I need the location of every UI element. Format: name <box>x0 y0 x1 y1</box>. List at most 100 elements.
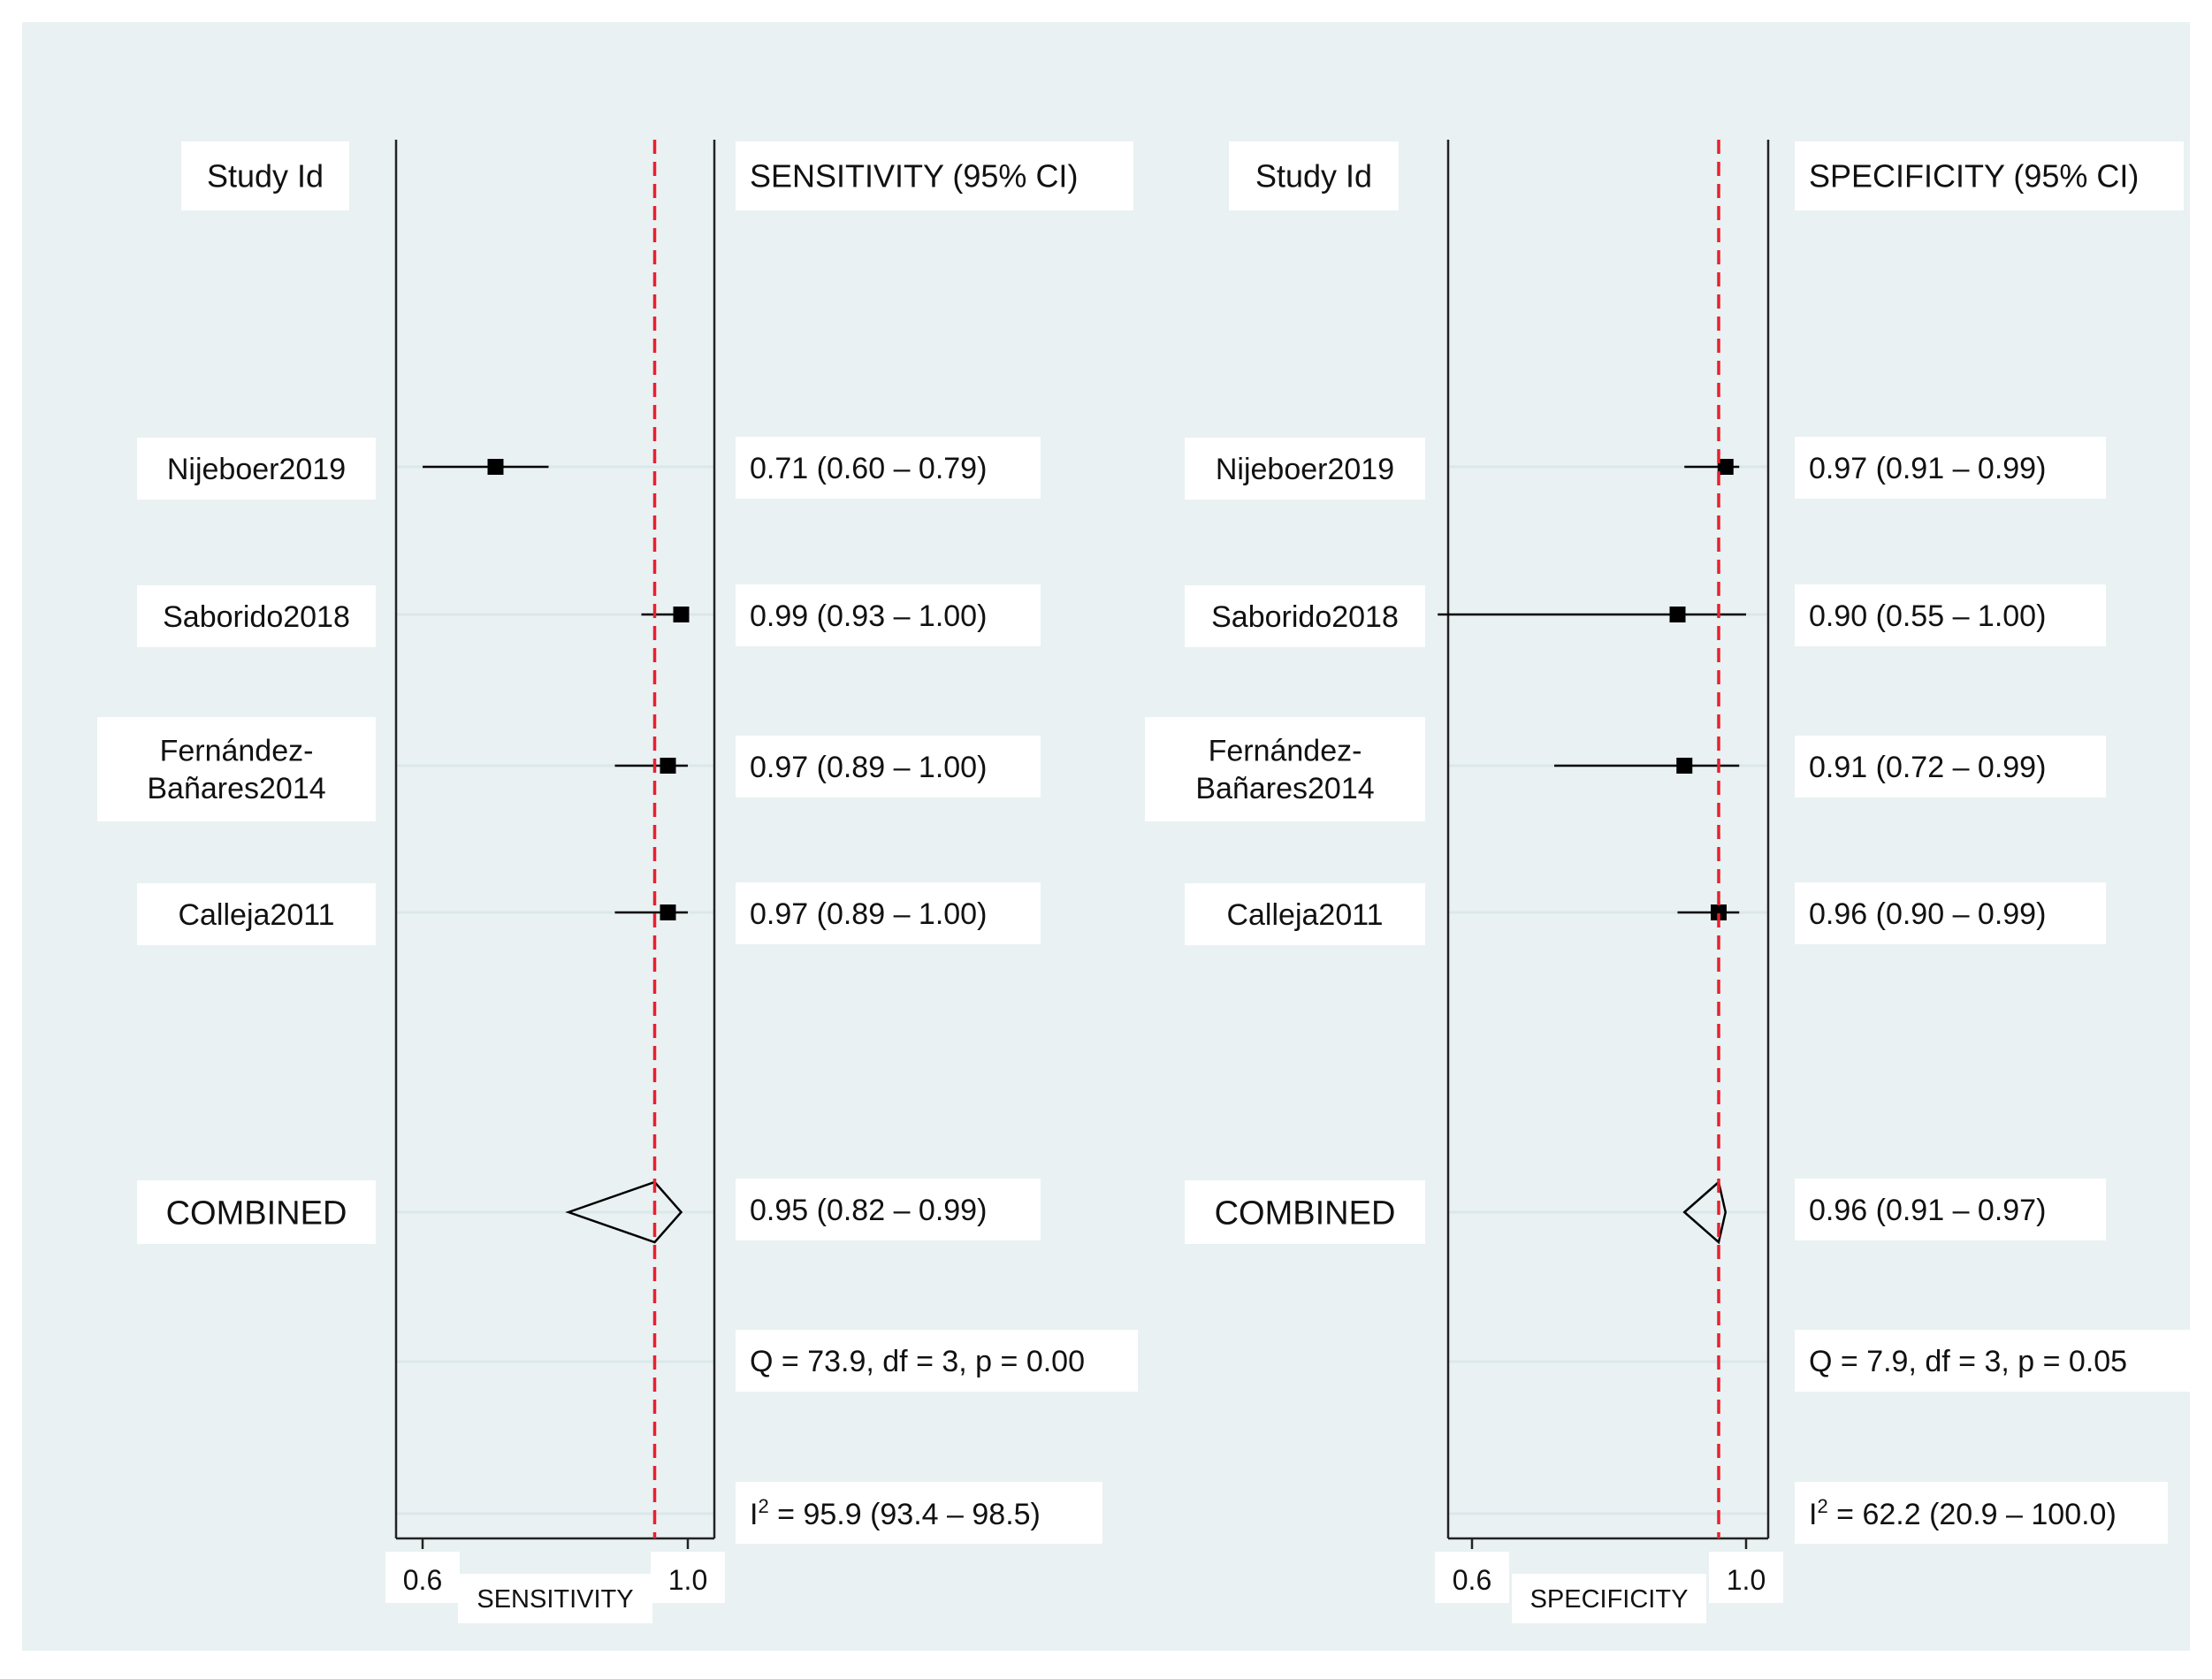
study-estimate-label: 0.97 (0.89 – 1.00) <box>736 882 1041 944</box>
i-squared-superscript: 2 <box>758 1495 768 1517</box>
study-estimate-label-text: 0.99 (0.93 – 1.00) <box>750 599 987 633</box>
study-name-text: Saborido2018 <box>163 600 350 634</box>
i-squared-prefix: I <box>750 1498 758 1531</box>
study-name-box <box>137 883 376 945</box>
study-estimate-label-text: 0.96 (0.90 – 0.99) <box>1809 897 2046 931</box>
figure-background <box>22 22 2190 1651</box>
study-estimate-label-box <box>736 736 1041 798</box>
i-squared-value: = 62.2 (20.9 – 100.0) <box>1828 1498 2117 1531</box>
i-squared-stats: I2 = 95.9 (93.4 – 98.5) <box>736 1482 1102 1544</box>
study-name-text: Bañares2014 <box>147 772 325 805</box>
study-name: Fernández- Bañares2014 <box>1145 717 1425 821</box>
study-name-text: Nijeboer2019 <box>167 453 346 486</box>
estimate-header-text: SPECIFICITY (95% CI) <box>1809 158 2139 195</box>
study-estimate-label-box <box>736 437 1041 499</box>
heterogeneity-stats-text: Q = 73.9, df = 3, p = 0.00 <box>750 1345 1085 1378</box>
study-id-header: Study Id <box>181 141 349 210</box>
study-name-text: Fernández- <box>160 735 314 768</box>
study-name-box <box>1185 438 1425 500</box>
study-name-text: Nijeboer2019 <box>1216 453 1394 486</box>
combined-diamond <box>1682 1179 1728 1245</box>
study-name-box <box>1185 883 1425 945</box>
x-axis-label-box <box>1512 1574 1706 1623</box>
i-squared-superscript: 2 <box>1817 1495 1827 1517</box>
study-estimate-label-text: 0.71 (0.60 – 0.79) <box>750 452 987 485</box>
combined-diamond <box>565 1180 683 1244</box>
study-id-header-box <box>181 141 349 210</box>
point-estimate-marker <box>660 904 676 920</box>
study-id-header: Study Id <box>1229 141 1399 210</box>
study-name-box <box>1145 717 1425 821</box>
study-estimate-label-text: 0.97 (0.89 – 1.00) <box>750 897 987 931</box>
x-tick-label-box <box>1709 1552 1783 1603</box>
study-estimate-label-box <box>736 584 1041 646</box>
point-estimate-marker <box>1711 904 1727 920</box>
combined-label-text: COMBINED <box>1215 1194 1396 1232</box>
combined-estimate-label-text: 0.96 (0.91 – 0.97) <box>1809 1194 2046 1227</box>
study-estimate-label: 0.91 (0.72 – 0.99) <box>1795 736 2106 798</box>
combined-label: COMBINED <box>1185 1180 1425 1244</box>
combined-label: COMBINED <box>137 1180 376 1244</box>
study-id-header-text: Study Id <box>1255 158 1372 195</box>
study-estimate-label-text: 0.90 (0.55 – 1.00) <box>1809 599 2046 633</box>
point-estimate-marker <box>1717 459 1734 475</box>
combined-estimate-label: 0.96 (0.91 – 0.97) <box>1795 1179 2106 1240</box>
i-squared-box <box>1795 1482 2168 1544</box>
combined-label-box <box>137 1180 376 1244</box>
x-tick-label: 1.0 <box>1727 1564 1766 1596</box>
point-estimate-marker <box>673 607 690 622</box>
study-name-box <box>1185 585 1425 647</box>
study-estimate-label: 0.99 (0.93 – 1.00) <box>736 584 1041 646</box>
study-name: Nijeboer2019 <box>137 438 376 500</box>
study-name: Nijeboer2019 <box>1185 438 1425 500</box>
heterogeneity-stats: Q = 7.9, df = 3, p = 0.05 <box>1795 1330 2203 1392</box>
i-squared-box <box>736 1482 1102 1544</box>
study-name-box <box>97 717 376 821</box>
study-estimate-label: 0.90 (0.55 – 1.00) <box>1795 584 2106 646</box>
study-name-text: Bañares2014 <box>1195 772 1374 805</box>
combined-estimate-label-box <box>736 1179 1041 1240</box>
study-name: Calleja2011 <box>137 883 376 945</box>
combined-label-text: COMBINED <box>166 1194 347 1232</box>
study-name-text: Saborido2018 <box>1211 600 1399 634</box>
combined-label-box <box>1185 1180 1425 1244</box>
point-estimate-marker <box>660 758 676 774</box>
study-id-header-box <box>1229 141 1399 210</box>
heterogeneity-stats-box <box>1795 1330 2203 1392</box>
study-estimate-label-text: 0.97 (0.89 – 1.00) <box>750 751 987 784</box>
study-estimate-label-box <box>1795 736 2106 798</box>
study-name: Calleja2011 <box>1185 883 1425 945</box>
study-name-box <box>137 585 376 647</box>
point-estimate-marker <box>1669 607 1686 622</box>
heterogeneity-stats: Q = 73.9, df = 3, p = 0.00 <box>736 1330 1138 1392</box>
study-name-text: Fernández- <box>1209 735 1362 768</box>
i-squared-text: I2 = 62.2 (20.9 – 100.0) <box>1809 1495 2117 1531</box>
estimate-header: SENSITIVITY (95% CI) <box>736 141 1133 210</box>
x-axis-label: SPECIFICITY <box>1530 1585 1689 1614</box>
estimate-header: SPECIFICITY (95% CI) <box>1795 141 2184 210</box>
study-name-text: Calleja2011 <box>1226 898 1383 932</box>
x-tick-label-box <box>651 1552 725 1603</box>
x-tick-label-box <box>1435 1552 1509 1603</box>
point-estimate-marker <box>487 459 504 475</box>
study-name: Fernández- Bañares2014 <box>97 717 376 821</box>
x-tick-label-box <box>385 1552 460 1603</box>
study-name: Saborido2018 <box>137 585 376 647</box>
study-name-box <box>137 438 376 500</box>
study-estimate-label-text: 0.97 (0.91 – 0.99) <box>1809 452 2046 485</box>
i-squared-text: I2 = 95.9 (93.4 – 98.5) <box>750 1495 1041 1531</box>
heterogeneity-stats-text: Q = 7.9, df = 3, p = 0.05 <box>1809 1345 2127 1378</box>
combined-estimate-label-text: 0.95 (0.82 – 0.99) <box>750 1194 987 1227</box>
study-name-text: Calleja2011 <box>178 898 334 932</box>
estimate-header-text: SENSITIVITY (95% CI) <box>750 158 1078 195</box>
study-estimate-label: 0.97 (0.91 – 0.99) <box>1795 437 2106 499</box>
study-estimate-label-box <box>736 882 1041 944</box>
point-estimate-marker <box>1676 758 1693 774</box>
x-axis-label-box <box>458 1574 652 1623</box>
study-estimate-label-box <box>1795 584 2106 646</box>
study-id-header-text: Study Id <box>207 158 324 195</box>
study-name: Saborido2018 <box>1185 585 1425 647</box>
